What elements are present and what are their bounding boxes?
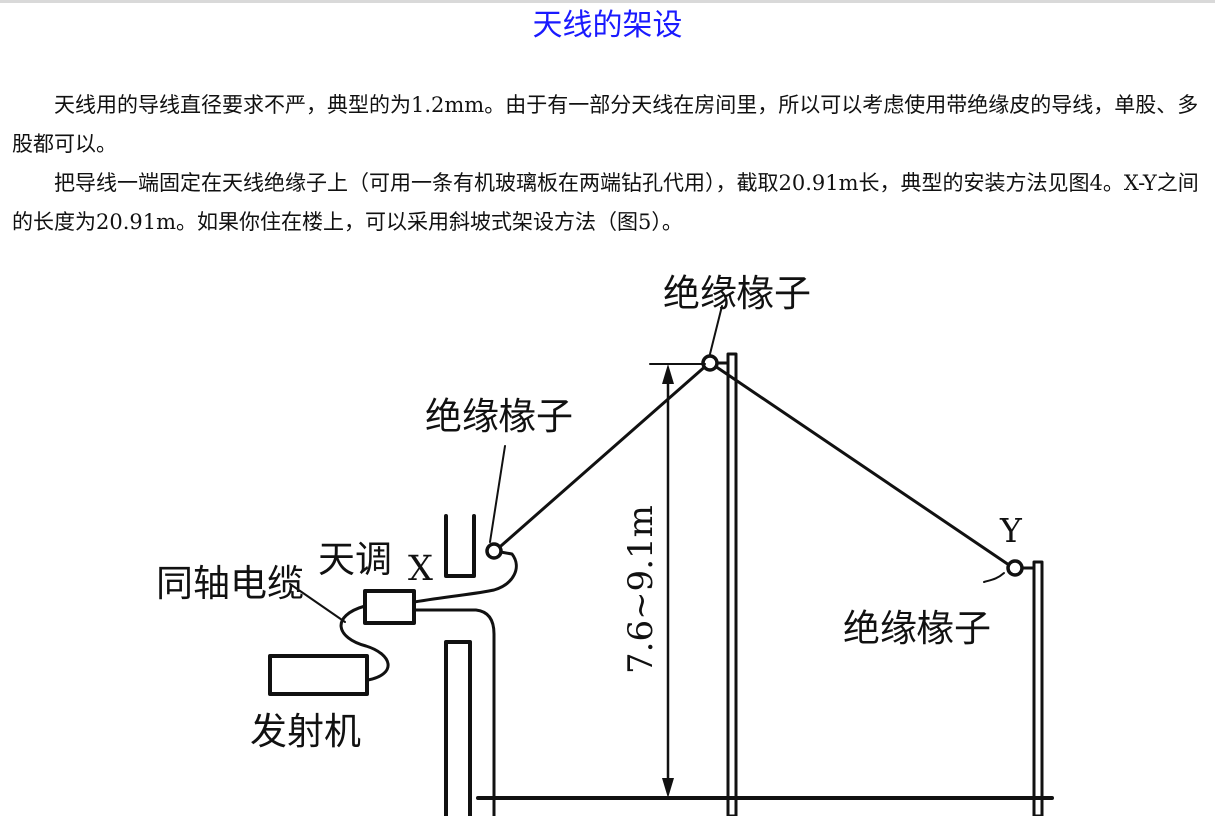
antenna-wire-left: [492, 362, 710, 554]
window-frame: [444, 514, 476, 578]
label-transmitter: 发射机: [250, 710, 361, 753]
insulator-left-icon: [485, 542, 503, 560]
leader-top: [709, 305, 723, 355]
coax-cable: [339, 604, 390, 682]
tall-mast: [726, 352, 738, 816]
label-coax: 同轴电缆: [156, 562, 304, 605]
building-column: [444, 640, 472, 816]
antenna-diagram: 绝缘椽子 绝缘椽子 绝缘椽子 天调 X Y 同轴电缆 发射机 7.6~9.1m: [0, 262, 1215, 816]
paragraph-1: 天线用的导线直径要求不严，典型的为1.2mm。由于有一部分天线在房间里，所以可以…: [12, 93, 1199, 156]
antenna-wire-right: [710, 362, 1014, 569]
label-tuner: 天调: [318, 538, 392, 581]
feed-line-outer: [412, 608, 496, 816]
page-title: 天线的架设: [532, 8, 683, 43]
label-height: 7.6~9.1m: [621, 505, 661, 674]
short-mast: [1032, 560, 1044, 816]
leader-right: [983, 572, 1005, 583]
insulator-top-icon: [701, 354, 719, 372]
transmitter-box: [268, 654, 369, 696]
leader-left: [489, 445, 506, 543]
feed-line-inner: [412, 549, 518, 604]
label-insulator-top: 绝缘椽子: [663, 272, 811, 315]
height-arrow-bottom: [662, 778, 674, 798]
top-border: [0, 0, 1215, 3]
height-arrow-top: [662, 364, 674, 384]
antenna-diagram-svg: 绝缘椽子 绝缘椽子 绝缘椽子 天调 X Y 同轴电缆 发射机 7.6~9.1m: [156, 272, 1054, 816]
label-insulator-right: 绝缘椽子: [843, 607, 991, 650]
label-point-x: X: [408, 549, 433, 589]
tuner-box: [363, 589, 416, 625]
label-insulator-left: 绝缘椽子: [425, 395, 573, 438]
article-body: 天线用的导线直径要求不严，典型的为1.2mm。由于有一部分天线在房间里，所以可以…: [12, 86, 1208, 242]
paragraph-2: 把导线一端固定在天线绝缘子上（可用一条有机玻璃板在两端钻孔代用），截取20.91…: [12, 171, 1199, 234]
coax-leader: [289, 583, 346, 623]
insulator-right-icon: [1006, 559, 1024, 577]
label-point-y: Y: [999, 511, 1023, 550]
